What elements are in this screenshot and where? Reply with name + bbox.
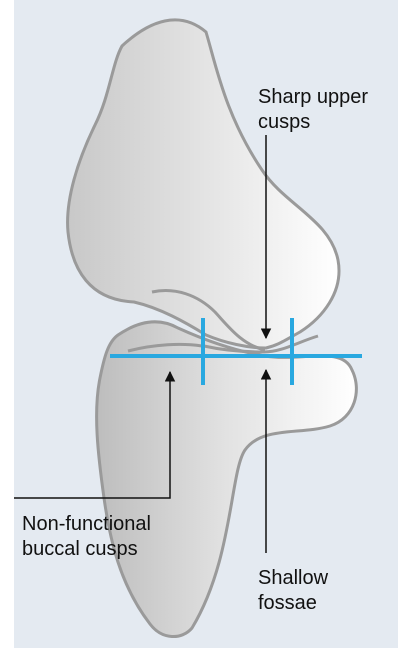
buccal-cusps-label-line1: Non-functional	[22, 513, 151, 535]
buccal-cusps-label-line2: buccal cusps	[22, 538, 138, 560]
upper-tooth	[68, 20, 339, 348]
upper-cusps-label-line1: Sharp upper	[258, 86, 368, 108]
fossae-label-line1: Shallow	[258, 567, 329, 589]
fossae-label-line2: fossae	[258, 592, 317, 614]
upper-cusps-label-line2: cusps	[258, 111, 310, 133]
lower-tooth	[97, 322, 357, 637]
